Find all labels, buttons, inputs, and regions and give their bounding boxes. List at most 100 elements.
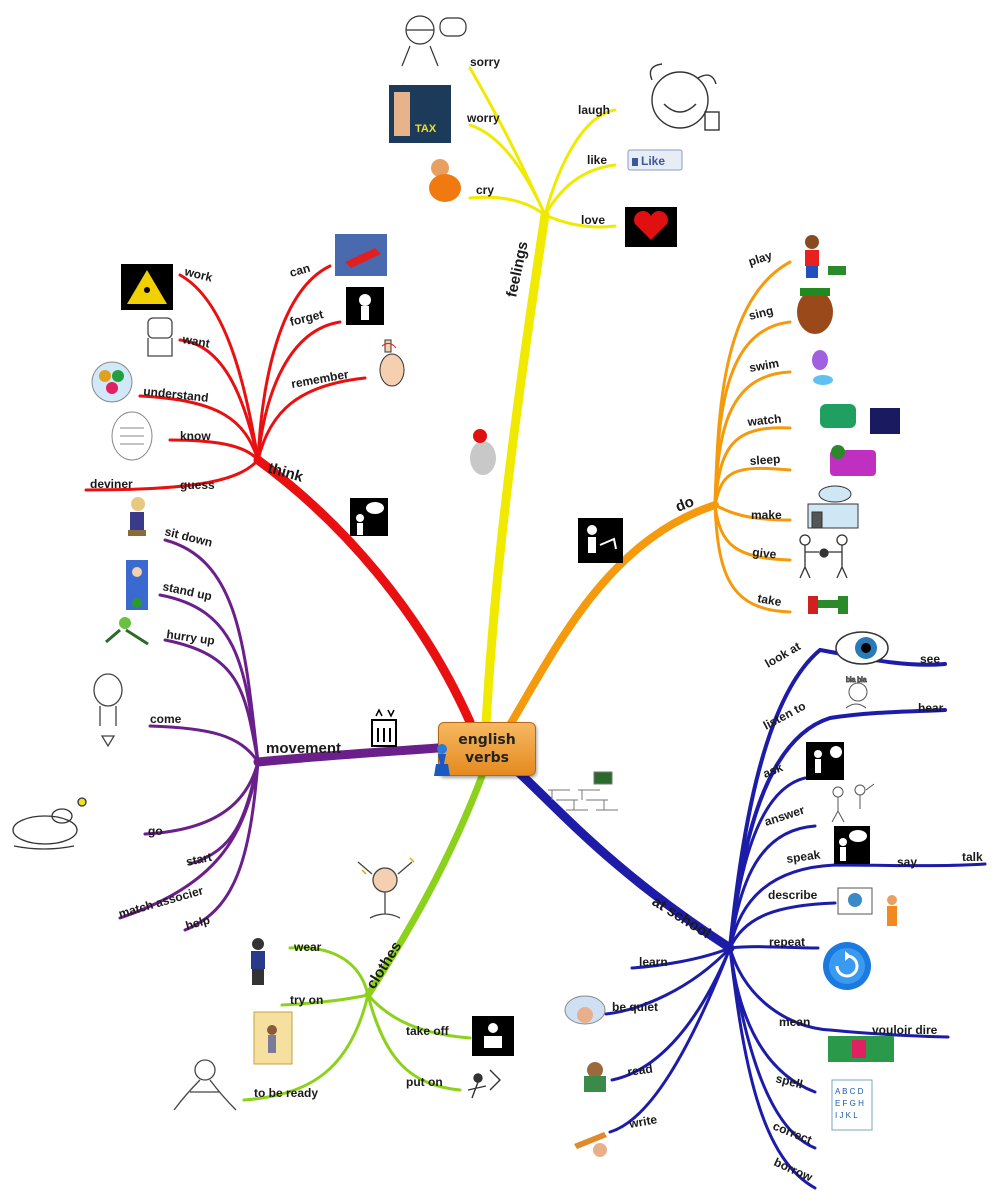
node-look-at[interactable]: look at — [763, 639, 803, 670]
sleep-bed-icon — [830, 445, 876, 476]
node-know[interactable]: know — [180, 429, 211, 443]
node-try-on[interactable]: try on — [290, 993, 323, 1007]
node-cry[interactable]: cry — [476, 183, 494, 197]
node-repeat[interactable]: repeat — [769, 935, 805, 949]
want-fist-icon — [147, 317, 173, 357]
presenter-icon — [837, 887, 897, 926]
branch-label-do[interactable]: do — [673, 493, 696, 516]
node-describe[interactable]: describe — [768, 888, 818, 902]
node-listen-to[interactable]: listen to — [761, 699, 808, 733]
node-see[interactable]: see — [920, 652, 940, 666]
node-read[interactable]: read — [626, 1062, 653, 1079]
node-spell[interactable]: spell — [774, 1071, 804, 1091]
center-node-english-verbs[interactable]: english verbs — [438, 722, 536, 776]
movement-elevator-icon — [371, 708, 397, 747]
node-sleep[interactable]: sleep — [749, 452, 781, 468]
node-to-be-ready[interactable]: to be ready — [254, 1086, 318, 1100]
take-people-icon — [808, 596, 848, 614]
work-sign-icon — [121, 264, 173, 310]
node-come[interactable]: come — [150, 712, 182, 726]
center-pawn-icon — [434, 744, 450, 776]
play-child-icon — [805, 235, 846, 278]
branch-label-movement[interactable]: movement — [266, 740, 341, 757]
ask-pictogram-icon — [806, 742, 844, 780]
node-take-off[interactable]: take off — [406, 1024, 450, 1038]
node-sit-down[interactable]: sit down — [163, 524, 214, 549]
node-watch[interactable]: watch — [746, 412, 782, 430]
svg-text:A B C D: A B C D — [835, 1087, 864, 1096]
crying-person-icon — [429, 159, 461, 202]
tv-watch-icon — [820, 404, 900, 434]
node-play[interactable]: play — [747, 248, 774, 269]
sorry-cartoon-icon — [401, 15, 467, 67]
remember-finger-icon — [379, 339, 405, 387]
hurry-runner-icon — [105, 617, 149, 646]
branch-do — [506, 260, 792, 729]
ready-runner-icon — [173, 1059, 237, 1111]
node-forget[interactable]: forget — [288, 307, 324, 329]
classroom-icon — [548, 771, 618, 811]
answer-people-icon — [831, 783, 875, 823]
give-people-icon — [799, 534, 848, 579]
branch-think — [84, 264, 475, 727]
node-take[interactable]: take — [756, 591, 782, 609]
node-help[interactable]: help — [184, 913, 212, 933]
node-work[interactable]: work — [182, 264, 214, 285]
node-understand[interactable]: understand — [143, 384, 209, 405]
node-learn[interactable]: learn — [639, 955, 668, 969]
svg-text:TAX: TAX — [415, 123, 437, 135]
node-guess[interactable]: guess — [180, 478, 215, 492]
branch-label-feelings[interactable]: feelings — [503, 240, 531, 299]
branch-label-at-school[interactable]: at school — [649, 893, 714, 942]
node-stand-up[interactable]: stand up — [161, 579, 213, 603]
node-say[interactable]: say — [897, 855, 917, 869]
broken-heart-icon — [625, 207, 677, 247]
heart-head-icon — [470, 429, 496, 475]
go-snoopy-icon — [12, 797, 87, 850]
node-love[interactable]: love — [581, 213, 605, 227]
node-start[interactable]: start — [185, 850, 213, 869]
node-hear[interactable]: hear — [918, 701, 944, 715]
node-make[interactable]: make — [751, 508, 782, 522]
reading-child-icon — [584, 1062, 606, 1092]
svg-text:bla bla: bla bla — [846, 677, 867, 684]
node-mean[interactable]: mean — [779, 1015, 810, 1029]
sit-down-icon — [128, 497, 146, 536]
branch-label-clothes[interactable]: clothes — [363, 939, 405, 993]
node-match-associer[interactable]: match associer — [117, 883, 205, 921]
node-borrow[interactable]: borrow — [772, 1155, 815, 1185]
node-vouloir-dire[interactable]: vouloir dire — [872, 1023, 938, 1037]
come-figure-icon — [93, 673, 123, 748]
speak-pictogram-icon — [834, 826, 870, 864]
node-ask[interactable]: ask — [761, 760, 785, 781]
swim-alien-icon — [812, 350, 833, 385]
forget-pictogram-icon — [346, 287, 384, 325]
listen-icon: bla bla — [846, 677, 868, 709]
node-put-on[interactable]: put on — [406, 1075, 443, 1089]
eye-icon — [835, 631, 889, 665]
node-talk[interactable]: talk — [962, 850, 983, 864]
node-sorry[interactable]: sorry — [470, 55, 500, 69]
node-give[interactable]: give — [752, 545, 778, 561]
node-sing[interactable]: sing — [747, 303, 774, 323]
put-on-pictogram-icon — [467, 1069, 501, 1099]
cheering-person-icon — [357, 857, 415, 919]
node-speak[interactable]: speak — [785, 847, 821, 866]
node-be-quiet[interactable]: be quiet — [612, 1000, 658, 1014]
node-correct[interactable]: correct — [771, 1119, 814, 1147]
node-worry[interactable]: worry — [466, 111, 500, 125]
node-can[interactable]: can — [288, 261, 312, 280]
node-go[interactable]: go — [148, 824, 163, 838]
node-hurry-up[interactable]: hurry up — [166, 627, 216, 648]
node-write[interactable]: write — [627, 1112, 658, 1131]
node-wear[interactable]: wear — [293, 940, 322, 954]
node-laugh[interactable]: laugh — [578, 103, 610, 117]
node-deviner[interactable]: deviner — [90, 477, 133, 491]
svg-text:Like: Like — [641, 154, 665, 168]
node-want[interactable]: want — [180, 332, 210, 351]
node-swim[interactable]: swim — [748, 356, 780, 375]
node-like[interactable]: like — [587, 153, 607, 167]
mean-picture-icon — [828, 1036, 894, 1062]
branch-feelings — [468, 66, 617, 730]
